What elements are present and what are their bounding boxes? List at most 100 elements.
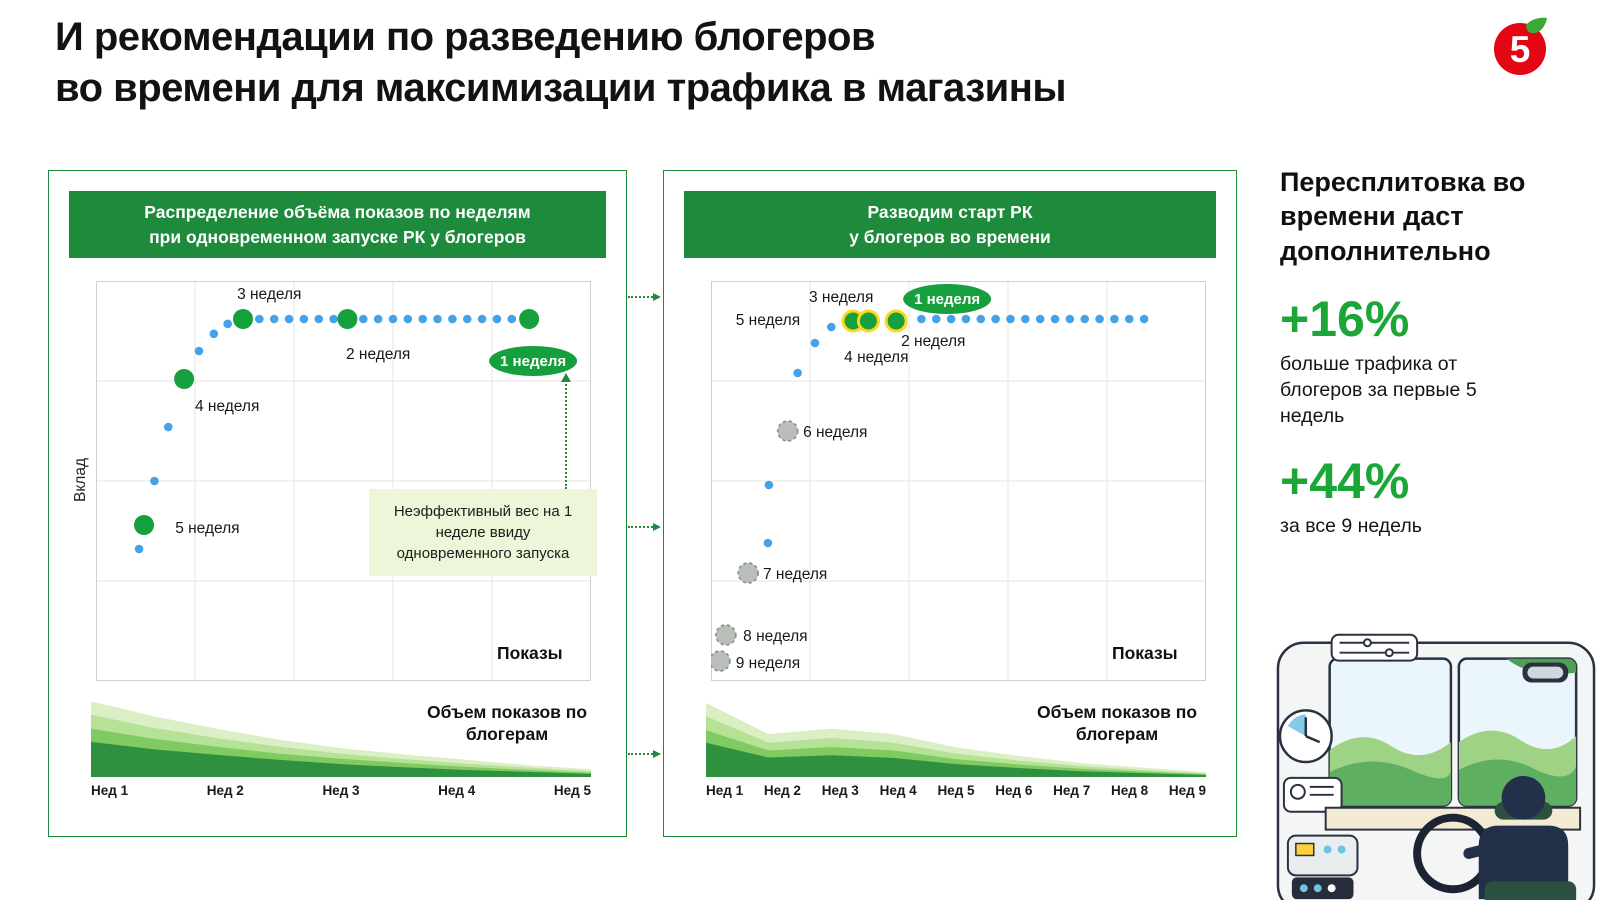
green-dot — [337, 309, 358, 329]
blue-dot — [1006, 314, 1015, 324]
flow-arrow-middle — [628, 522, 661, 531]
blue-dot — [403, 314, 413, 324]
panel-staggered-launch: Разводим старт РК у блогеров во времени … — [663, 170, 1237, 837]
blue-dot — [299, 314, 309, 324]
y-axis-label: Вклад — [72, 458, 89, 503]
right-panel-header-line2: у блогеров во времени — [849, 226, 1051, 247]
week1-badge — [903, 284, 992, 314]
gray-dot — [715, 624, 737, 646]
green-dot — [233, 309, 254, 329]
gray-dot — [711, 650, 731, 672]
driver-head — [1501, 775, 1546, 820]
week-axis-label: Нед 5 — [553, 783, 591, 798]
week-axis-label: Нед 4 — [879, 783, 917, 798]
week-point-label: 2 неделя — [346, 346, 410, 363]
blue-dot — [418, 314, 428, 324]
week-axis-label: Нед 8 — [1111, 783, 1149, 798]
bus-driver-illustration-icon — [1276, 633, 1596, 905]
blue-dot — [477, 314, 487, 324]
bus-driver-illustration — [1272, 630, 1600, 905]
blue-dot — [1110, 314, 1119, 324]
blue-dot — [931, 314, 941, 324]
green-dot — [519, 309, 540, 329]
week-axis-label: Нед 2 — [206, 783, 244, 798]
blue-dot — [373, 314, 383, 324]
blue-dot — [976, 314, 986, 324]
blue-dot — [492, 314, 502, 324]
driver-body — [1478, 825, 1569, 900]
week-point-label: 3 неделя — [237, 286, 301, 303]
stat-44-desc: за все 9 недель — [1280, 514, 1422, 537]
week-point-label: 2 неделя — [901, 333, 965, 350]
blue-dot — [255, 314, 264, 324]
blue-dot — [1050, 314, 1060, 324]
week-axis-label: Нед 4 — [438, 783, 476, 798]
week-point-label: 6 неделя — [803, 424, 867, 441]
blue-dot — [1095, 314, 1104, 324]
left-panel-header-line2: при одновременном запуске РК у блогеров — [149, 226, 526, 247]
blue-dot — [764, 480, 774, 490]
right-panel-header: Разводим старт РК у блогеров во времени — [684, 191, 1216, 258]
blue-dot — [388, 314, 398, 324]
blue-dot — [150, 476, 159, 486]
stat-44-percent: +44% — [1280, 452, 1410, 509]
blue-dot — [462, 314, 472, 324]
week-axis-label: Нед 2 — [763, 783, 801, 798]
blue-dot — [284, 314, 294, 324]
week-point-label: 4 неделя — [195, 398, 259, 415]
x-axis-label: Показы — [1112, 643, 1178, 663]
blue-dot — [314, 314, 324, 324]
right-area-chart-title: Объем показов по блогерам — [1036, 702, 1198, 744]
blue-dot — [163, 422, 173, 432]
blue-dot — [1021, 314, 1030, 324]
slide-title: И рекомендации по разведению блогеров во… — [55, 12, 1067, 114]
control-panel — [1330, 633, 1419, 662]
blue-dot — [991, 314, 1000, 324]
blue-dot — [359, 314, 368, 324]
week-point-label: 9 неделя — [736, 655, 800, 672]
blue-dot — [793, 368, 802, 378]
slide-title-line2: во времени для максимизации трафика в ма… — [55, 66, 1067, 111]
left-area-chart-title: Объем показов по блогерам — [426, 702, 588, 744]
blue-dot — [1124, 314, 1134, 324]
week-point-label: 5 неделя — [175, 520, 239, 537]
week-axis-label: Нед 9 — [1168, 783, 1206, 798]
panel-simultaneous-launch: Распределение объёма показов по неделям … — [48, 170, 627, 837]
x-axis-label: Показы — [497, 643, 563, 663]
gray-dot — [737, 562, 759, 584]
flow-arrow-top — [628, 292, 661, 301]
week-axis-label: Нед 3 — [821, 783, 859, 798]
blue-dot — [810, 338, 820, 348]
week1-badge-label: 1 неделя — [914, 291, 980, 308]
blue-dot — [448, 314, 457, 324]
blue-dot — [507, 314, 517, 324]
pyaterochka-logo-icon: 5 — [1494, 17, 1547, 75]
green-dot — [134, 515, 155, 535]
week-point-label: 8 неделя — [743, 628, 807, 645]
blue-dot — [329, 314, 338, 324]
left-panel-header-line1: Распределение объёма показов по неделям — [144, 202, 531, 222]
week-axis-label: Нед 5 — [937, 783, 975, 798]
blue-dot — [1139, 314, 1149, 324]
right-area-chart — [706, 702, 1206, 777]
driver-seat — [1484, 881, 1577, 905]
week-axis-label: Нед 1 — [91, 783, 129, 798]
week-point-label: 7 неделя — [763, 566, 827, 583]
blue-dot — [433, 314, 442, 324]
green-dot — [856, 309, 880, 333]
annotation-box: Неэффективный вес на 1 неделе ввиду одно… — [369, 489, 597, 576]
week-point-label: 4 неделя — [844, 349, 908, 366]
annotation-arrow — [560, 373, 571, 489]
logo-digit: 5 — [1510, 29, 1531, 70]
week-axis-label: Нед 3 — [322, 783, 360, 798]
week-axis-label: Нед 7 — [1053, 783, 1091, 798]
week-axis-label: Нед 6 — [995, 783, 1033, 798]
summary-column: Пересплитовка во времени даст дополнител… — [1280, 165, 1585, 540]
blue-dot — [269, 314, 279, 324]
pyaterochka-logo: 5 — [1488, 14, 1552, 83]
blue-dot — [134, 544, 144, 554]
